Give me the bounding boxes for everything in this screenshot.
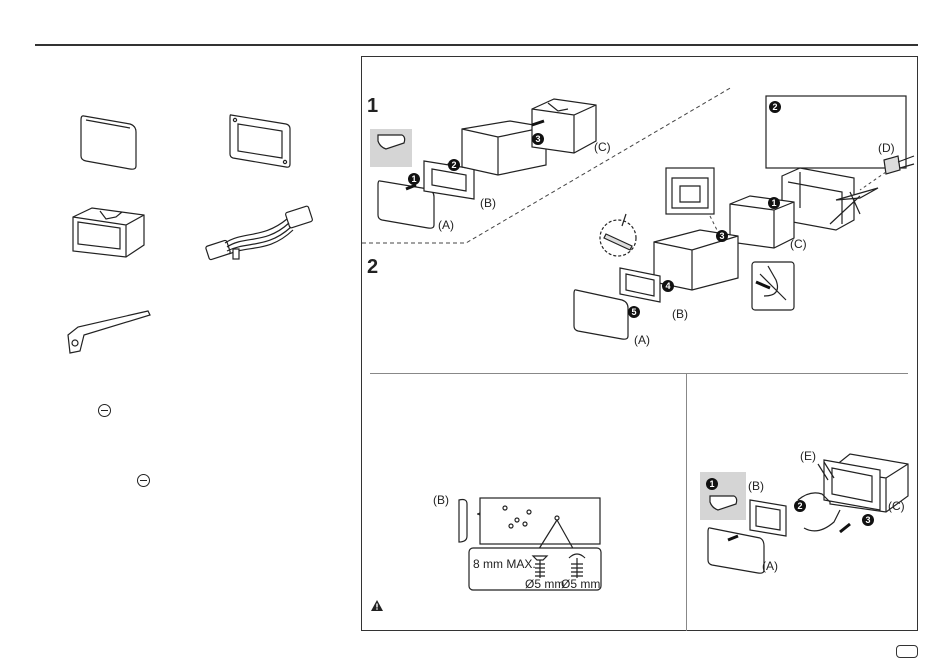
- part-mounting-sleeve-icon: [70, 205, 150, 260]
- part-faceplate-icon: [80, 112, 142, 174]
- warning-icon: [371, 600, 383, 611]
- svg-text:1: 1: [411, 174, 416, 184]
- svg-text:2: 2: [451, 160, 456, 170]
- label-C-3: (C): [888, 499, 905, 513]
- svg-text:1: 1: [709, 479, 714, 489]
- diameter-left-text: Ø5 mm: [525, 577, 564, 591]
- part-trim-plate-icon: [228, 112, 294, 174]
- svg-text:2: 2: [772, 102, 777, 112]
- label-B: (B): [480, 196, 496, 210]
- label-D: (D): [878, 141, 895, 155]
- svg-text:3: 3: [865, 515, 870, 525]
- step2-diagram: 2 (D) 1 (C) 3 4 (B) 5 (A): [560, 96, 916, 356]
- label-A-2: (A): [634, 333, 650, 347]
- svg-text:2: 2: [797, 501, 802, 511]
- part-extraction-key-icon: [62, 305, 154, 357]
- part-wiring-harness-icon: [205, 205, 315, 265]
- svg-text:3: 3: [719, 231, 724, 241]
- svg-text:3: 3: [535, 134, 540, 144]
- column-divider: [686, 373, 687, 631]
- label-A-3: (A): [762, 559, 778, 573]
- max-depth-text: 8 mm MAX.: [473, 557, 536, 571]
- diameter-right-text: Ø5 mm: [561, 577, 600, 591]
- screw-mounting-diagram: (B) 8 mm MAX. Ø5 mm Ø5 mm: [425, 490, 610, 595]
- removal-diagram: 1 (A) (B) 2 (E) 3 (C): [700, 440, 915, 580]
- label-B-4: (B): [748, 479, 764, 493]
- svg-text:1: 1: [771, 198, 776, 208]
- label-B-2: (B): [672, 307, 688, 321]
- label-E: (E): [800, 449, 816, 463]
- svg-text:5: 5: [631, 307, 636, 317]
- header-rule: [35, 44, 918, 46]
- minus-screwdriver-icon: [98, 404, 111, 417]
- label-B-3: (B): [433, 493, 449, 507]
- minus-screwdriver-icon-2: [137, 474, 150, 487]
- section-divider: [370, 373, 908, 374]
- page-number-badge: [896, 645, 918, 658]
- step-2-label: 2: [367, 256, 378, 279]
- svg-text:4: 4: [665, 281, 670, 291]
- label-C-2: (C): [790, 237, 807, 251]
- label-A: (A): [438, 218, 454, 232]
